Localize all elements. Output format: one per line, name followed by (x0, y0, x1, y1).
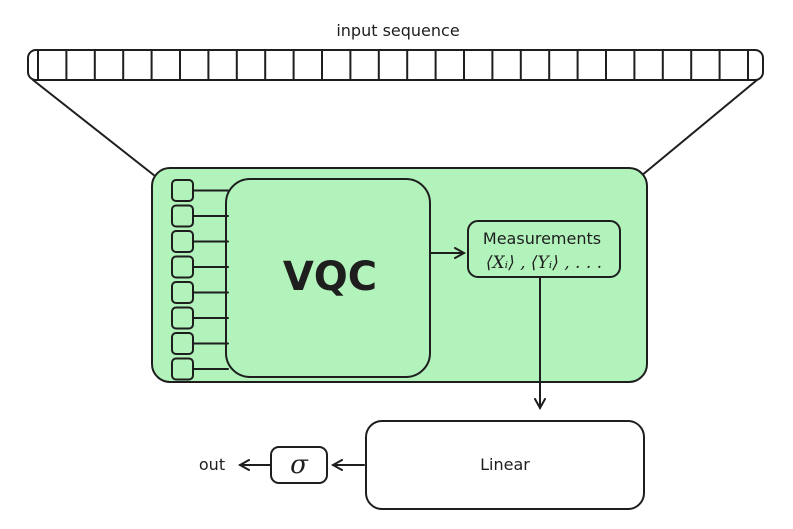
vqc-box (225, 178, 431, 378)
funnel-right-line (640, 79, 758, 177)
out-label: out (199, 455, 225, 474)
measurements-title: Measurements (483, 229, 601, 248)
input-sequence-cells (37, 49, 749, 81)
measurements-box (467, 220, 621, 278)
measurements-expression: ⟨Xᵢ⟩ , ⟨Yᵢ⟩ , . . . (486, 253, 602, 273)
qubit-wires (171, 179, 229, 381)
input-sequence-tape (27, 49, 764, 81)
linear-box (365, 420, 645, 510)
linear-label: Linear (480, 455, 530, 474)
sigma-label: σ (290, 450, 309, 480)
funnel-left-line (32, 79, 156, 177)
vqc-label: VQC (283, 254, 377, 300)
input-sequence-label: input sequence (336, 21, 459, 40)
